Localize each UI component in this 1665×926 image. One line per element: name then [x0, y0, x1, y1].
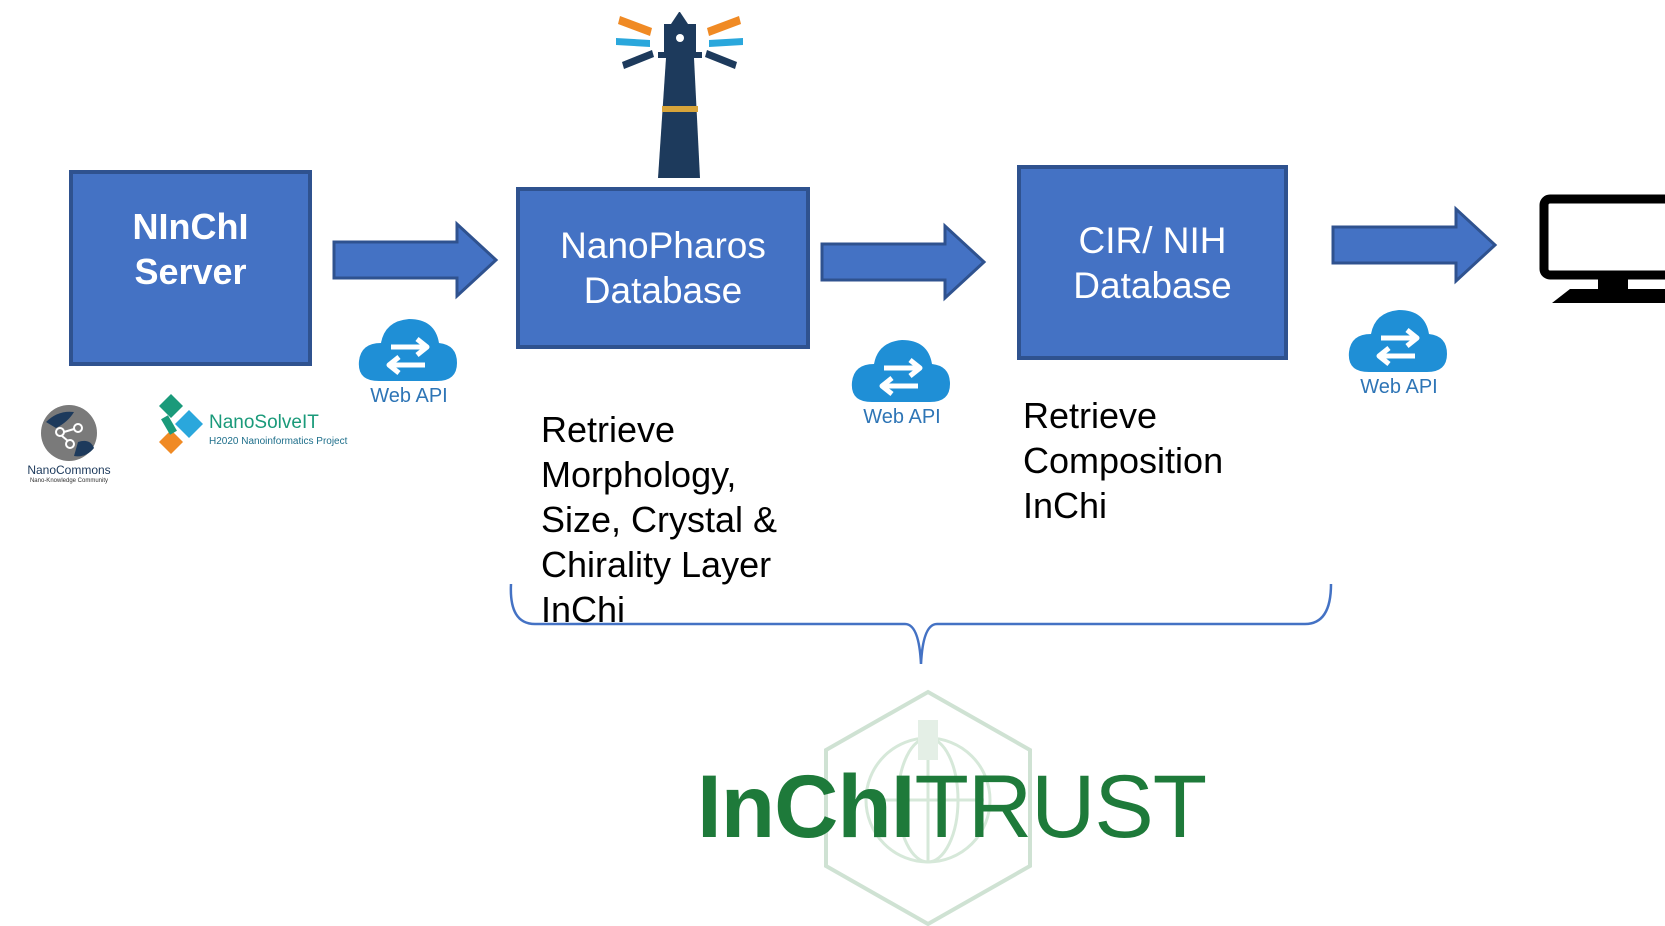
nanosolveit-name: NanoSolveIT: [209, 412, 319, 433]
arrow-1: [332, 220, 499, 300]
nanopharos-line2: Database: [583, 270, 743, 311]
nanopharos-caption-line-3: Size, Crystal &: [541, 499, 778, 540]
cloud-sync-icon-3: [1348, 310, 1447, 372]
nanosolveit-tagline: H2020 Nanoinformatics Project: [209, 436, 348, 447]
inchi-trust-emblem: [824, 689, 1032, 926]
nanopharos-caption-line-2: Morphology,: [541, 454, 737, 495]
cir-caption: Retrieve Composition InChi: [1023, 393, 1223, 528]
arrow-3: [1331, 205, 1498, 285]
ninchi-server-line1: NInChI: [132, 206, 249, 247]
web-api-label-3: Web API: [1360, 376, 1438, 398]
nanopharos-database-box: NanoPharos Database: [516, 187, 810, 349]
computer-monitor-icon: [1539, 194, 1665, 303]
cir-caption-line-1: Retrieve: [1023, 395, 1158, 436]
inchi-trust-part1: InChI: [697, 756, 915, 856]
nanopharos-line1: NanoPharos: [560, 225, 766, 266]
nanocommons-logo: [41, 405, 97, 461]
cir-line2: Database: [1073, 264, 1232, 306]
nanopharos-caption-line-4: Chirality Layer: [541, 544, 772, 585]
ninchi-server-box: NInChI Server: [69, 170, 312, 366]
ninchi-server-line2: Server: [134, 251, 247, 292]
nanocommons-name: NanoCommons: [27, 463, 111, 477]
nanopharos-caption-line-1: Retrieve: [541, 409, 676, 450]
nanosolveit-logo: [159, 394, 203, 454]
cir-nih-database-box: CIR/ NIH Database: [1017, 165, 1288, 360]
cloud-sync-icon-2: [851, 340, 950, 402]
lighthouse-icon: [616, 12, 743, 178]
nanocommons-tagline: Nano-Knowledge Community: [29, 478, 109, 484]
web-api-label-2: Web API: [863, 406, 941, 428]
web-api-label-1: Web API: [370, 385, 448, 407]
inchi-trust-wordmark: InChITRUST: [697, 756, 1207, 856]
cir-line1: CIR/ NIH: [1078, 219, 1227, 261]
cloud-sync-icon-1: [358, 319, 457, 381]
arrow-2: [820, 222, 987, 302]
curly-brace: [509, 583, 1333, 665]
inchi-trust-part2: TRUST: [914, 756, 1207, 856]
cir-caption-line-3: InChi: [1023, 485, 1108, 526]
cir-caption-line-2: Composition: [1023, 440, 1224, 481]
